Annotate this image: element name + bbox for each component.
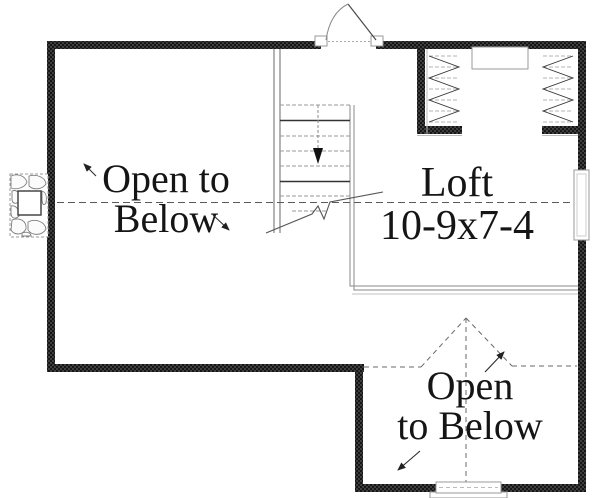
closet-shelf [471, 46, 529, 70]
top-wall-left-segment [47, 41, 321, 49]
closet-stub-wall-left [417, 126, 462, 134]
room-label-open-to-below-bottom: Open to Below [370, 366, 570, 446]
entry-door [314, 3, 384, 47]
left-wall [47, 41, 55, 372]
window-bottom [429, 481, 508, 498]
leader-arrow-upper-left [83, 163, 97, 177]
stairs [265, 49, 384, 234]
leader-arrow-below-text [212, 214, 230, 231]
door-jamb-right [370, 35, 384, 47]
clothes-hanging-rod-left-icon [427, 55, 461, 123]
loft-edge [349, 105, 578, 295]
leader-arrow-bottom-down [397, 450, 421, 471]
fireplace [9, 173, 49, 238]
top-wall-right-segment [376, 41, 586, 49]
room-label-line: Loft [420, 160, 494, 206]
clothes-hanging-rod-right-icon [541, 55, 575, 123]
room-label-line: Open [426, 363, 514, 408]
door-leaf [347, 3, 377, 41]
leader-arrows [83, 163, 505, 471]
leader-arrow-bottom-up [484, 351, 505, 373]
closet [427, 46, 575, 123]
stairwell-left-edge [273, 49, 281, 233]
stairs-down-arrow [313, 148, 323, 164]
left-section-bottom-wall [47, 364, 364, 372]
room-dimension-text: 10-9x7-4 [380, 203, 534, 249]
room-label-open-to-below-left: Open to Below [66, 159, 266, 239]
room-label-line: Below [113, 196, 219, 241]
window-right [573, 169, 590, 241]
mid-vertical-wall [355, 364, 363, 492]
closet-left-wall [417, 49, 425, 134]
closet-stub-wall-right [542, 126, 578, 134]
door-jamb-left [314, 35, 328, 47]
stair-break-line [265, 191, 384, 234]
chimney-flue [17, 190, 42, 216]
fireplace-stone-pattern-icon [10, 174, 47, 237]
right-wall [578, 41, 586, 492]
door-swing-arc [325, 3, 349, 41]
stair-treads-dark [280, 119, 350, 183]
room-label-line: to Below [397, 403, 543, 448]
wall-shadow-lines [417, 49, 578, 136]
room-label-line: Open to [102, 156, 230, 201]
room-label-loft-dimensions: 10-9x7-4 [372, 205, 542, 247]
room-label-loft: Loft [372, 162, 542, 204]
